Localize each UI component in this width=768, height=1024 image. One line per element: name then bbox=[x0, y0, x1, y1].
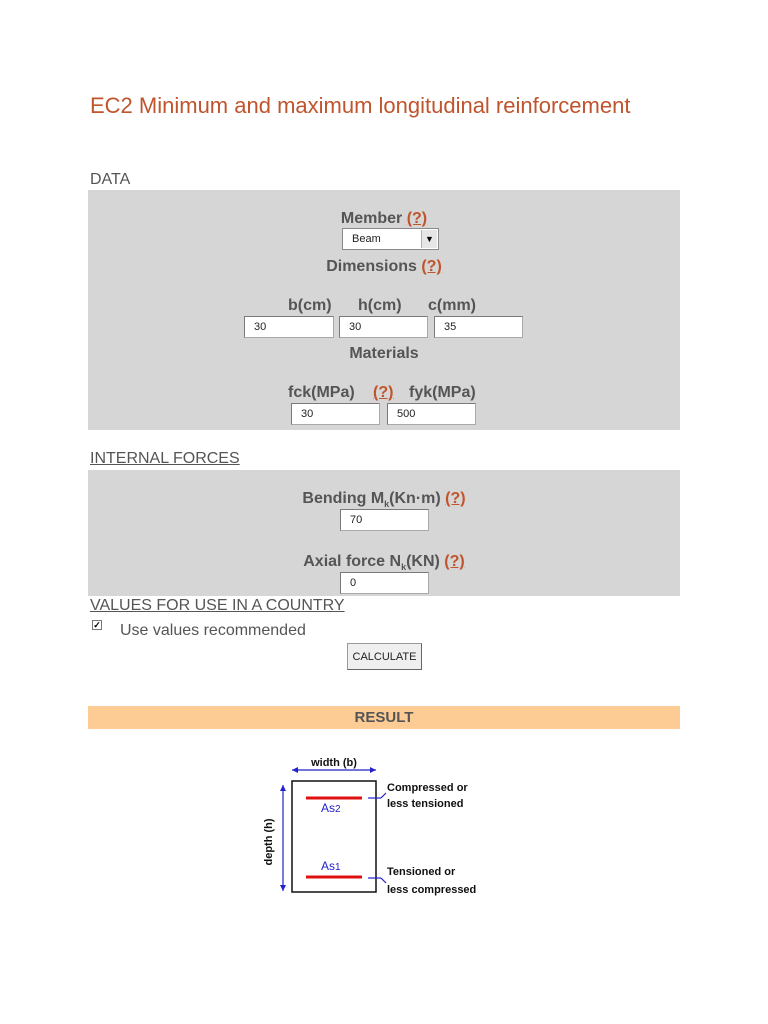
bottom-leader-tick bbox=[380, 877, 387, 884]
result-header: RESULT bbox=[88, 706, 680, 729]
width-arrow-left bbox=[292, 767, 298, 773]
fck-label: fck(MPa) bbox=[288, 384, 355, 401]
dimensions-row: Dimensions (?) bbox=[88, 258, 680, 276]
h-input[interactable] bbox=[339, 316, 428, 338]
bending-label: Bending Mk(Kn·m) bbox=[302, 490, 441, 510]
member-label: Member bbox=[340, 210, 403, 227]
use-recommended-checkbox[interactable]: ✓ bbox=[92, 620, 102, 630]
calculate-button[interactable]: CALCULATE bbox=[347, 643, 422, 670]
top-note-line-1: Compressed or bbox=[387, 782, 468, 794]
c-input[interactable] bbox=[434, 316, 523, 338]
data-panel: Member (?) Beam ▼ Dimensions (?) b(cm) h… bbox=[88, 190, 680, 430]
bending-input[interactable] bbox=[340, 509, 429, 531]
h-label: h(cm) bbox=[358, 297, 402, 314]
bottom-note-line-1: Tensioned or bbox=[387, 866, 456, 878]
top-note-line-2: less tensioned bbox=[387, 798, 463, 810]
as2-label: As2 bbox=[321, 801, 341, 815]
top-leader-tick bbox=[380, 792, 387, 799]
use-recommended-label: Use values recommended bbox=[120, 622, 306, 639]
width-arrow-right bbox=[370, 767, 376, 773]
axial-help-link[interactable]: (?) bbox=[444, 553, 465, 570]
depth-label: depth (h) bbox=[263, 818, 275, 865]
axial-input[interactable] bbox=[340, 572, 429, 594]
chevron-down-icon[interactable]: ▼ bbox=[421, 230, 437, 248]
page-title: EC2 Minimum and maximum longitudinal rei… bbox=[90, 93, 631, 118]
member-row: Member (?) bbox=[88, 210, 680, 228]
fyk-label: fyk(MPa) bbox=[409, 384, 476, 401]
materials-help-link[interactable]: (?) bbox=[373, 384, 394, 401]
member-select-value: Beam bbox=[352, 233, 381, 245]
axial-label: Axial force Nk(KN) bbox=[303, 553, 440, 573]
b-input[interactable] bbox=[244, 316, 334, 338]
bottom-note-line-2: less compressed bbox=[387, 884, 476, 896]
country-values-label: VALUES FOR USE IN A COUNTRY bbox=[90, 597, 345, 614]
bending-row: Bending Mk(Kn·m) (?) bbox=[88, 490, 680, 509]
dimensions-help-link[interactable]: (?) bbox=[421, 258, 442, 275]
depth-arrow-top bbox=[280, 785, 286, 791]
member-help-link[interactable]: (?) bbox=[406, 210, 428, 227]
c-label: c(mm) bbox=[428, 297, 477, 314]
internal-forces-label: INTERNAL FORCES bbox=[90, 450, 240, 467]
width-label: width (b) bbox=[310, 757, 357, 769]
bending-help-link[interactable]: (?) bbox=[445, 490, 466, 507]
data-section-label: DATA bbox=[90, 171, 131, 188]
depth-arrow-bottom bbox=[280, 885, 286, 891]
materials-label: Materials bbox=[349, 345, 419, 362]
beam-section-diagram: width (b) depth (h) As2 As1 Compressed o… bbox=[263, 757, 476, 896]
internal-forces-panel: Bending Mk(Kn·m) (?) Axial force Nk(KN) … bbox=[88, 470, 680, 596]
member-select[interactable]: Beam ▼ bbox=[342, 228, 439, 250]
check-icon: ✓ bbox=[93, 620, 101, 630]
fyk-input[interactable] bbox=[387, 403, 476, 425]
dimensions-label: Dimensions bbox=[326, 258, 417, 275]
axial-row: Axial force Nk(KN) (?) bbox=[88, 553, 680, 572]
as1-label: As1 bbox=[321, 859, 341, 873]
fck-input[interactable] bbox=[291, 403, 380, 425]
b-label: b(cm) bbox=[288, 297, 332, 314]
